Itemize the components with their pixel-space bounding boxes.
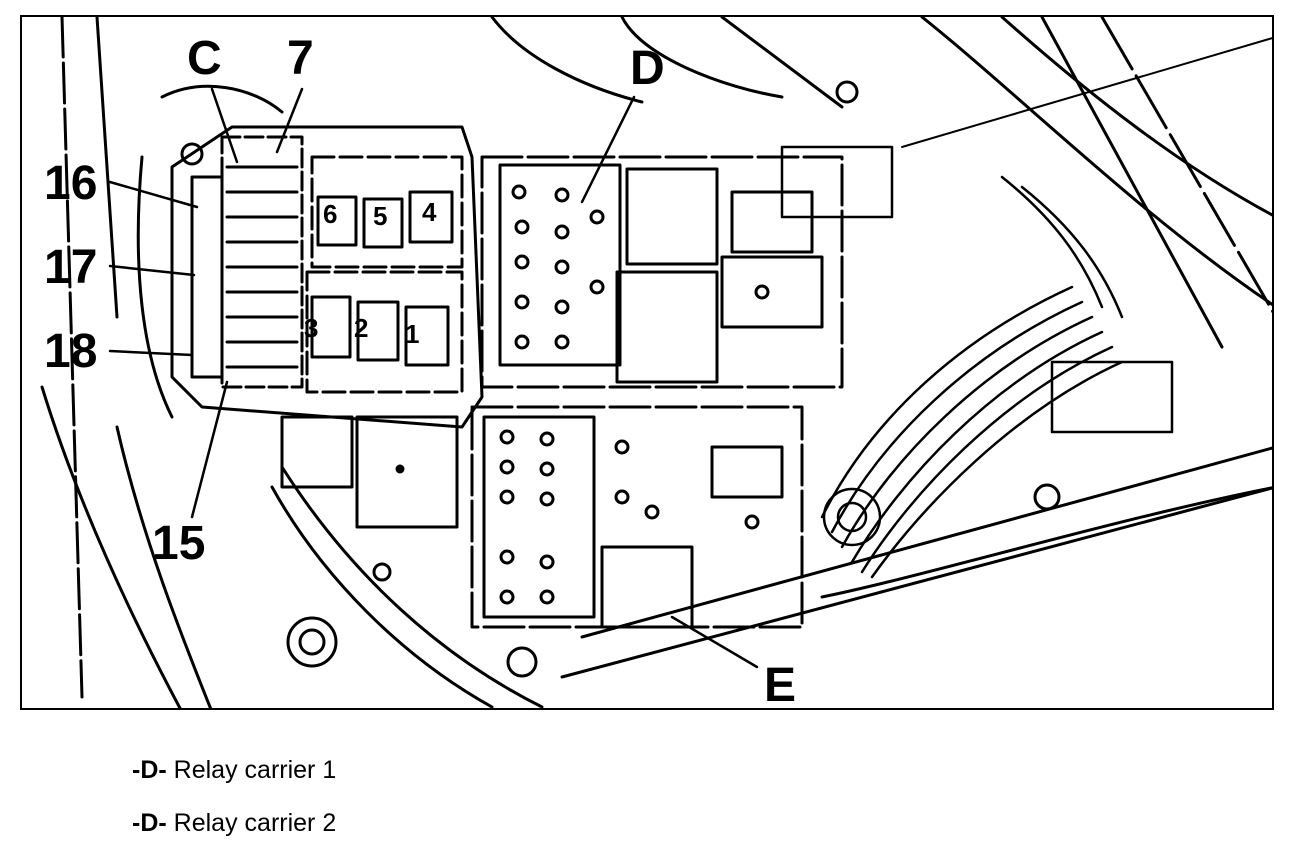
engine-bay-diagram: C 7 D 16 17 18 15 E 6 5 4 3 2 1 [20,15,1274,710]
callout-15: 15 [152,517,206,570]
callout-18: 18 [44,325,98,378]
callout-e: E [764,659,797,710]
fuse-box-housing [170,125,484,668]
fuse-relay-box-illustration [40,17,1272,708]
wiring-harness [780,145,1174,579]
fuse-number-6: 6 [323,199,338,229]
legend-item-relay-carrier-1: -D- Relay carrier 1 [132,756,336,785]
legend-text: Relay carrier 2 [173,809,337,837]
relay-carrier-2 [470,405,1061,678]
callout-7: 7 [287,32,314,85]
callout-17: 17 [44,241,98,294]
fuse-number-1: 1 [405,319,420,349]
fuse-number-3: 3 [304,313,319,343]
vehicle-structure-lines [40,17,1272,708]
fuse-number-5: 5 [373,201,388,231]
callout-c: C [187,32,222,85]
leader-lines [108,87,759,669]
callout-d: D [630,42,665,95]
fuse-number-4: 4 [422,197,437,227]
legend-key: -D- [132,809,167,837]
legend-item-relay-carrier-2: -D- Relay carrier 2 [132,809,336,838]
relay-carrier-1 [480,80,859,389]
callout-16: 16 [44,157,98,210]
fuse-number-2: 2 [354,313,369,343]
legend-key: -D- [132,756,167,784]
legend-text: Relay carrier 1 [173,756,337,784]
